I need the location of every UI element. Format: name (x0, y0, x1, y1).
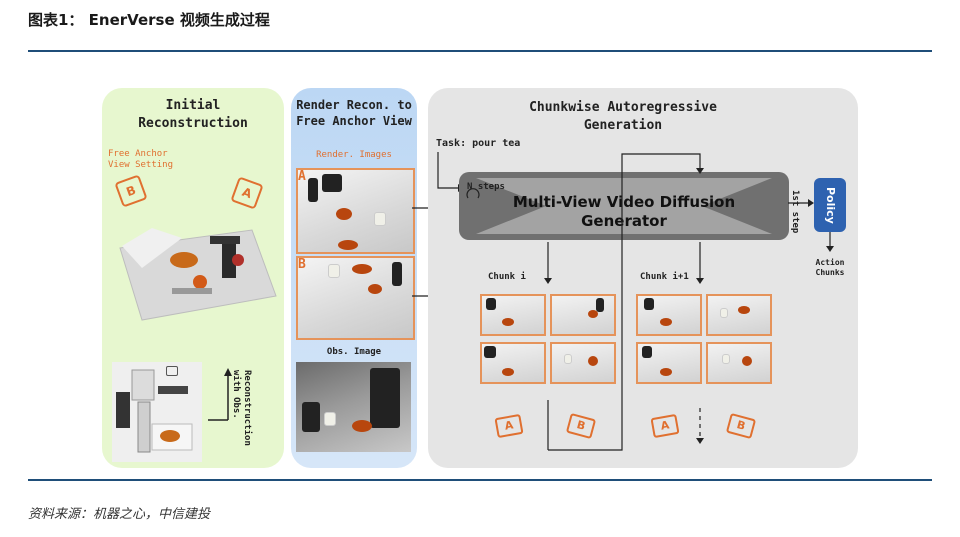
render-image-a (296, 168, 415, 254)
initial-title-line2: Reconstruction (138, 116, 248, 131)
render-label-a: A (298, 169, 306, 184)
camera-icon (166, 366, 178, 376)
initial-title-line1: Initial (165, 98, 221, 113)
chunk-i1-frame-2 (706, 294, 772, 336)
point-cloud-scene (119, 228, 277, 321)
render-title-line1: Render Recon. to (296, 98, 412, 112)
generator-title: Multi-View Video Diffusion Generator (459, 193, 789, 231)
robot-observation-image (112, 362, 202, 462)
chunk-i-frame-4 (550, 342, 616, 384)
action-line2: Chunks (815, 268, 845, 277)
autoregressive-feedback-line (544, 153, 704, 451)
chunk-i-label: Chunk i (488, 272, 526, 282)
anchor-line1: Free Anchor (108, 149, 168, 159)
generator-line1: Multi-View Video Diffusion (512, 193, 736, 211)
bottom-rule (28, 479, 932, 481)
render-panel-title: Render Recon. to Free Anchor View (291, 97, 417, 129)
policy-block (814, 178, 846, 232)
render-images-label: Render. Images (316, 150, 392, 160)
up-arrow-icon (208, 368, 232, 421)
initial-panel-title: Initial Reconstruction (102, 97, 284, 133)
chunk-i1-frame-4 (706, 342, 772, 384)
action-chunks-label: Action Chunks (804, 258, 856, 278)
chunk-i-frame-1 (480, 294, 546, 336)
recon-line2: with Obs. (231, 370, 241, 419)
generator-line2: Generator (581, 212, 667, 230)
recon-line1: Reconstruction (242, 370, 252, 446)
chunkwise-title-line2: Generation (583, 118, 663, 133)
render-label-b: B (298, 257, 306, 272)
anchor-line2: View Setting (108, 160, 174, 170)
chunk-i1-frame-3 (636, 342, 702, 384)
observation-image (296, 362, 411, 452)
first-step-label: 1st step (790, 190, 800, 234)
loop-arrow-icon (466, 188, 480, 199)
policy-label: Policy (824, 186, 837, 224)
chunk-i1-label: Chunk i+1 (640, 272, 689, 282)
render-title-line2: Free Anchor View (296, 114, 412, 128)
top-rule (28, 50, 932, 52)
chunkwise-generation-panel (428, 88, 858, 468)
obs-image-label: Obs. Image (326, 347, 382, 357)
task-label: Task: pour tea (436, 138, 521, 149)
chunk-i-frame-2 (550, 294, 616, 336)
action-line1: Action (815, 258, 845, 267)
source-note: 资料来源：机器之心，中信建投 (28, 507, 211, 522)
generator-hourglass (476, 178, 772, 234)
to-policy-arrow (788, 199, 814, 207)
chunk-i-frame-3 (480, 342, 546, 384)
chunkwise-title-line1: Chunkwise Autoregressive (529, 100, 717, 115)
anchor-view-label: Free Anchor View Setting (108, 149, 173, 171)
chunk-i1-frame-1 (636, 294, 702, 336)
render-image-b (296, 256, 415, 340)
policy-down-arrow (826, 232, 834, 252)
figure-title: 图表1： EnerVerse 视频生成过程 (28, 11, 270, 29)
n-steps-label: N steps (467, 182, 505, 192)
chunkwise-panel-title: Chunkwise Autoregressive Generation (428, 99, 818, 135)
reconstruction-with-obs-label: Reconstruction with Obs. (230, 370, 252, 446)
